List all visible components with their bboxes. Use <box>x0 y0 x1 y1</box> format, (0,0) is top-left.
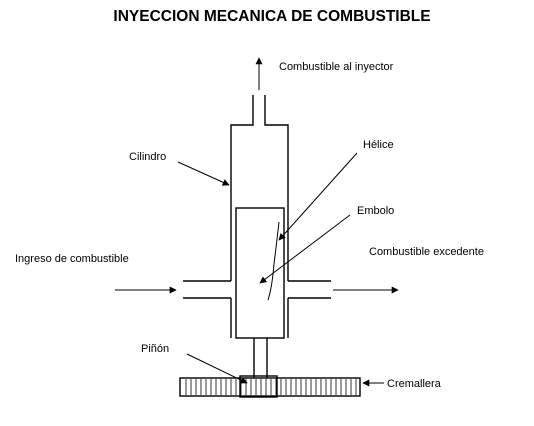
diagram-title: INYECCION MECANICA DE COMBUSTIBLE <box>113 8 430 25</box>
arrows <box>115 57 399 387</box>
cylinder-body <box>183 95 331 338</box>
label-cylinder: Cilindro <box>129 151 166 163</box>
label-pinion: Piñón <box>141 343 169 355</box>
label-plunger: Embolo <box>357 205 394 217</box>
pinion <box>239 375 278 398</box>
helix-pointer <box>278 152 358 241</box>
helix-groove <box>267 221 280 301</box>
cylinder-pointer <box>177 161 230 186</box>
label-outlet: Combustible al inyector <box>279 61 394 73</box>
label-rack: Cremallera <box>387 378 442 390</box>
rack <box>179 377 361 397</box>
pinion-pointer <box>186 353 248 384</box>
label-excess: Combustible excedente <box>369 246 484 258</box>
plunger-stem <box>253 338 268 378</box>
plunger-pointer <box>259 214 351 284</box>
label-helix: Hélice <box>363 139 394 151</box>
plunger <box>235 207 285 339</box>
rack-teeth <box>185 379 357 395</box>
label-inlet: Ingreso de combustible <box>15 253 129 265</box>
